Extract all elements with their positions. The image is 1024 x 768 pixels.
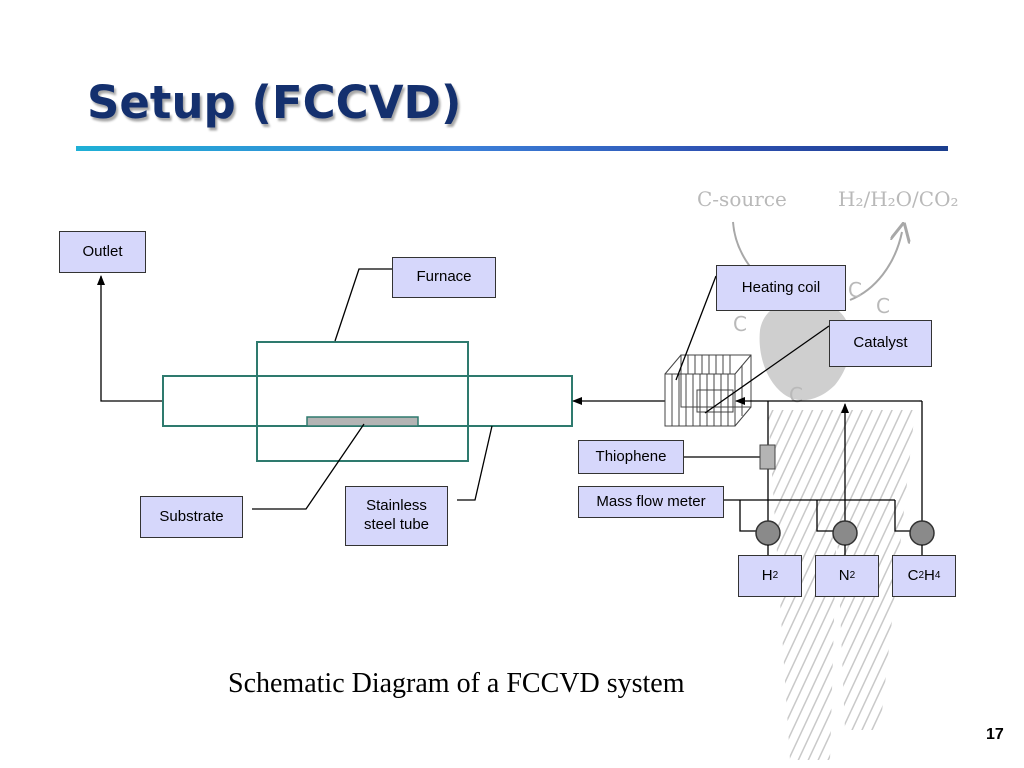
gas-products-arrow: [849, 232, 902, 301]
n2-mfm-bypass: [816, 500, 833, 532]
stainless-steel-tube-label: Stainless steel tube: [345, 486, 448, 546]
page-number: 17: [986, 726, 1004, 743]
c2h4-mfm-bypass: [894, 500, 910, 532]
h2-mfm-bypass: [739, 500, 756, 532]
n2-valve: [832, 520, 858, 546]
tube-leader-line: [457, 425, 493, 501]
substrate-plate: [306, 416, 419, 427]
hatched-column-left: [768, 410, 840, 760]
substrate-label: Substrate: [140, 496, 243, 538]
catalyst-particle-shape: [759, 300, 852, 401]
c2h4-valve: [909, 520, 935, 546]
diagram-caption: Schematic Diagram of a FCCVD system: [228, 668, 685, 699]
thiophene-label: Thiophene: [578, 440, 684, 474]
heating-coil-label: Heating coil: [716, 265, 846, 311]
mass-flow-meter-label: Mass flow meter: [578, 486, 724, 518]
furnace-box: [256, 341, 469, 462]
c-source-text: C-source: [697, 187, 787, 211]
slide-title: Setup (FCCVD): [87, 76, 462, 129]
stainless-label-line1: Stainless: [366, 497, 427, 515]
heating-coil-shape: [664, 354, 752, 427]
furnace-leader-line: [334, 268, 392, 342]
substrate-leader-line: [252, 423, 365, 510]
thiophene-container: [759, 444, 776, 470]
carbon-letter: C: [848, 278, 862, 302]
gas-products-text: H₂/H₂O/CO₂: [838, 187, 959, 211]
h2-valve: [755, 520, 781, 546]
carbon-letter: C: [733, 312, 747, 336]
heating-coil-leader-line: [675, 275, 717, 381]
outlet-arrow: [97, 275, 163, 402]
catalyst-leader-line: [704, 325, 830, 414]
outlet-label: Outlet: [59, 231, 146, 273]
stainless-label-line2: steel tube: [363, 516, 430, 533]
title-underline: [76, 146, 948, 151]
furnace-label: Furnace: [392, 257, 496, 298]
carbon-letter: C: [876, 294, 890, 318]
catalyst-label: Catalyst: [829, 320, 932, 367]
